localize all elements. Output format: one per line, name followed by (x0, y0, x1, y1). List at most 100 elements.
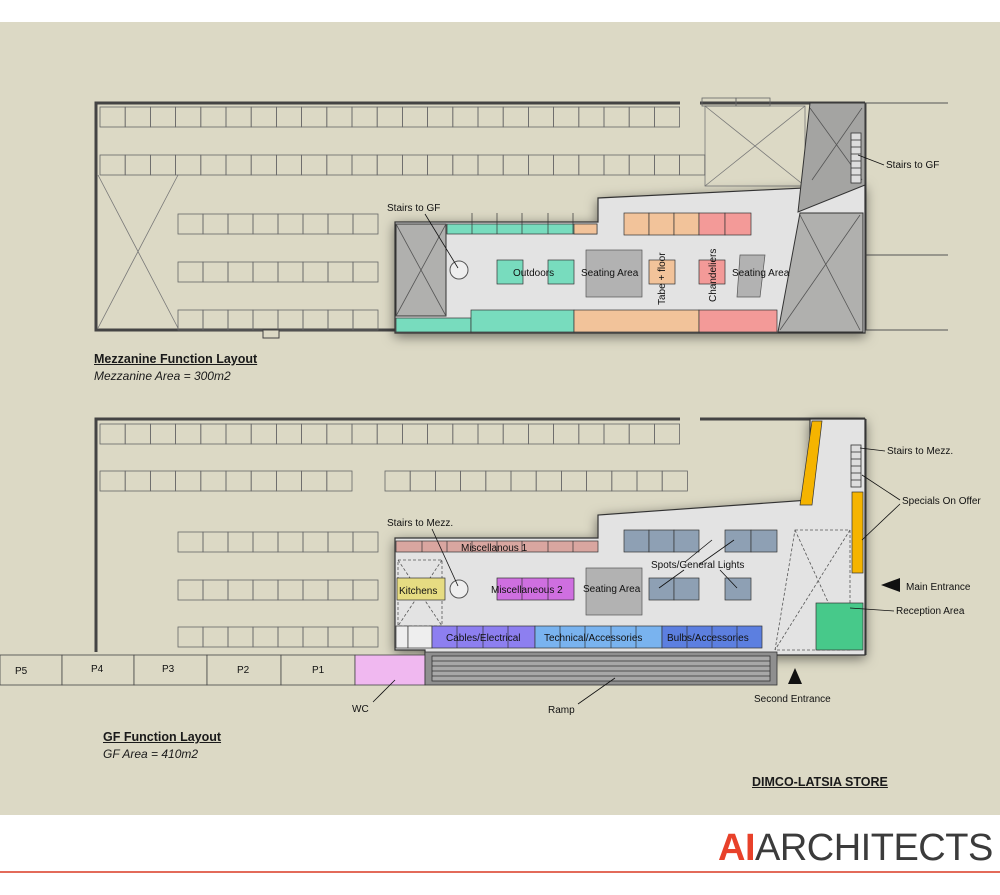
shelf-unit (327, 579, 354, 601)
spiral-stair (449, 260, 469, 280)
shelf-unit (477, 154, 504, 176)
shelf-unit (200, 470, 227, 492)
shelf-unit (124, 106, 151, 128)
ground-floor-plan: Stairs to Mezz. Stairs to Mezz. Miscella… (0, 417, 981, 716)
shelf-unit (679, 154, 706, 176)
label-spots-general-lights: Spots/General Lights (651, 560, 744, 571)
shelf-unit (561, 470, 588, 492)
shelf-unit (553, 154, 580, 176)
shelf-unit (735, 97, 771, 107)
shelf-unit (252, 531, 279, 553)
reception-area-block (815, 602, 864, 651)
chandeliers-block (698, 259, 726, 285)
architects-logo: AIARCHITECTS (718, 829, 993, 867)
label-wc: WC (352, 704, 369, 715)
shelf-unit (149, 423, 176, 445)
shelf-unit (636, 470, 663, 492)
parking-row (0, 654, 356, 686)
shelf-unit (227, 261, 254, 283)
shelf-unit (99, 423, 126, 445)
shelf-unit (301, 423, 328, 445)
shelf-unit (225, 423, 252, 445)
label-misc-1: Miscellanous 1 (461, 543, 528, 554)
shelf-unit (460, 470, 487, 492)
shelf-unit (352, 261, 379, 283)
shelf-unit (177, 309, 204, 331)
shelf-unit (277, 261, 304, 283)
shelf-unit (275, 423, 302, 445)
shelf-unit (352, 531, 379, 553)
shelf-unit (401, 423, 428, 445)
shelf-unit (502, 106, 529, 128)
label-stairs-to-gf-left: Stairs to GF (387, 203, 440, 214)
shelf-unit (99, 106, 126, 128)
label-ramp: Ramp (548, 705, 575, 716)
shelf-unit (250, 470, 277, 492)
shelf-unit (553, 106, 580, 128)
gf-area: GF Area = 410m2 (103, 747, 199, 761)
shelf-unit (628, 423, 655, 445)
shelf-unit (578, 154, 605, 176)
shelf-unit (401, 106, 428, 128)
shelf-unit (175, 470, 202, 492)
shelf-unit (376, 154, 403, 176)
shelf-unit (177, 213, 204, 235)
outdoors-block (496, 259, 524, 285)
shelf-unit (352, 579, 379, 601)
shelf-unit (326, 154, 353, 176)
shelf-unit (149, 154, 176, 176)
shelf-unit (528, 423, 555, 445)
shelf-unit (252, 579, 279, 601)
table-floor-strip (573, 309, 700, 333)
shelf-unit (427, 106, 454, 128)
label-stairs-to-mezz-right: Stairs to Mezz. (887, 446, 953, 457)
mezzanine-area: Mezzanine Area = 300m2 (94, 369, 231, 383)
shelf-unit (351, 106, 378, 128)
shelf-unit (177, 579, 204, 601)
label-stairs-to-gf-right: Stairs to GF (886, 160, 939, 171)
shelf-unit (124, 423, 151, 445)
wc-block (354, 654, 426, 686)
shelf-unit (124, 470, 151, 492)
door-mark (262, 329, 280, 339)
label-chandeliers: Chandeliers (708, 249, 719, 302)
label-table-floor: Tabe + floor (657, 252, 668, 305)
shelf-unit (603, 423, 630, 445)
shelf-unit (202, 579, 229, 601)
shelf-unit (452, 106, 479, 128)
shelf-unit (227, 626, 254, 648)
shelf-unit (124, 154, 151, 176)
shelf-unit (227, 531, 254, 553)
shelf-unit (553, 423, 580, 445)
label-bulbs-accessories: Bulbs/Accessories (667, 633, 749, 644)
spots-general-lights-blocks (623, 529, 778, 601)
parking-label-p5: P5 (15, 666, 28, 677)
table-floor-display-top (623, 212, 752, 236)
shelf-unit (175, 154, 202, 176)
shelf-unit (250, 154, 277, 176)
shelf-unit (327, 261, 354, 283)
shelf-unit (275, 470, 302, 492)
label-misc-2: Miscellaneous 2 (491, 585, 563, 596)
shelf-unit (277, 579, 304, 601)
shelf-unit (654, 154, 681, 176)
shelf-unit (510, 470, 537, 492)
parking-label-p1: P1 (312, 665, 325, 676)
label-stairs-to-mezz-left: Stairs to Mezz. (387, 518, 453, 529)
shelf-unit (177, 261, 204, 283)
shelf-unit (327, 531, 354, 553)
shelf-unit (227, 579, 254, 601)
shelf-unit (452, 423, 479, 445)
label-technical-accessories: Technical/Accessories (544, 633, 642, 644)
shelf-unit (302, 531, 329, 553)
shelf-unit (202, 531, 229, 553)
shelf-unit (202, 261, 229, 283)
gf-shelving (99, 423, 688, 648)
footer-rule (0, 871, 1000, 873)
shelf-unit (611, 470, 638, 492)
ramp (424, 651, 778, 686)
shelf-unit (275, 106, 302, 128)
shelf-unit (352, 626, 379, 648)
shelf-unit (252, 261, 279, 283)
shelf-unit (225, 106, 252, 128)
